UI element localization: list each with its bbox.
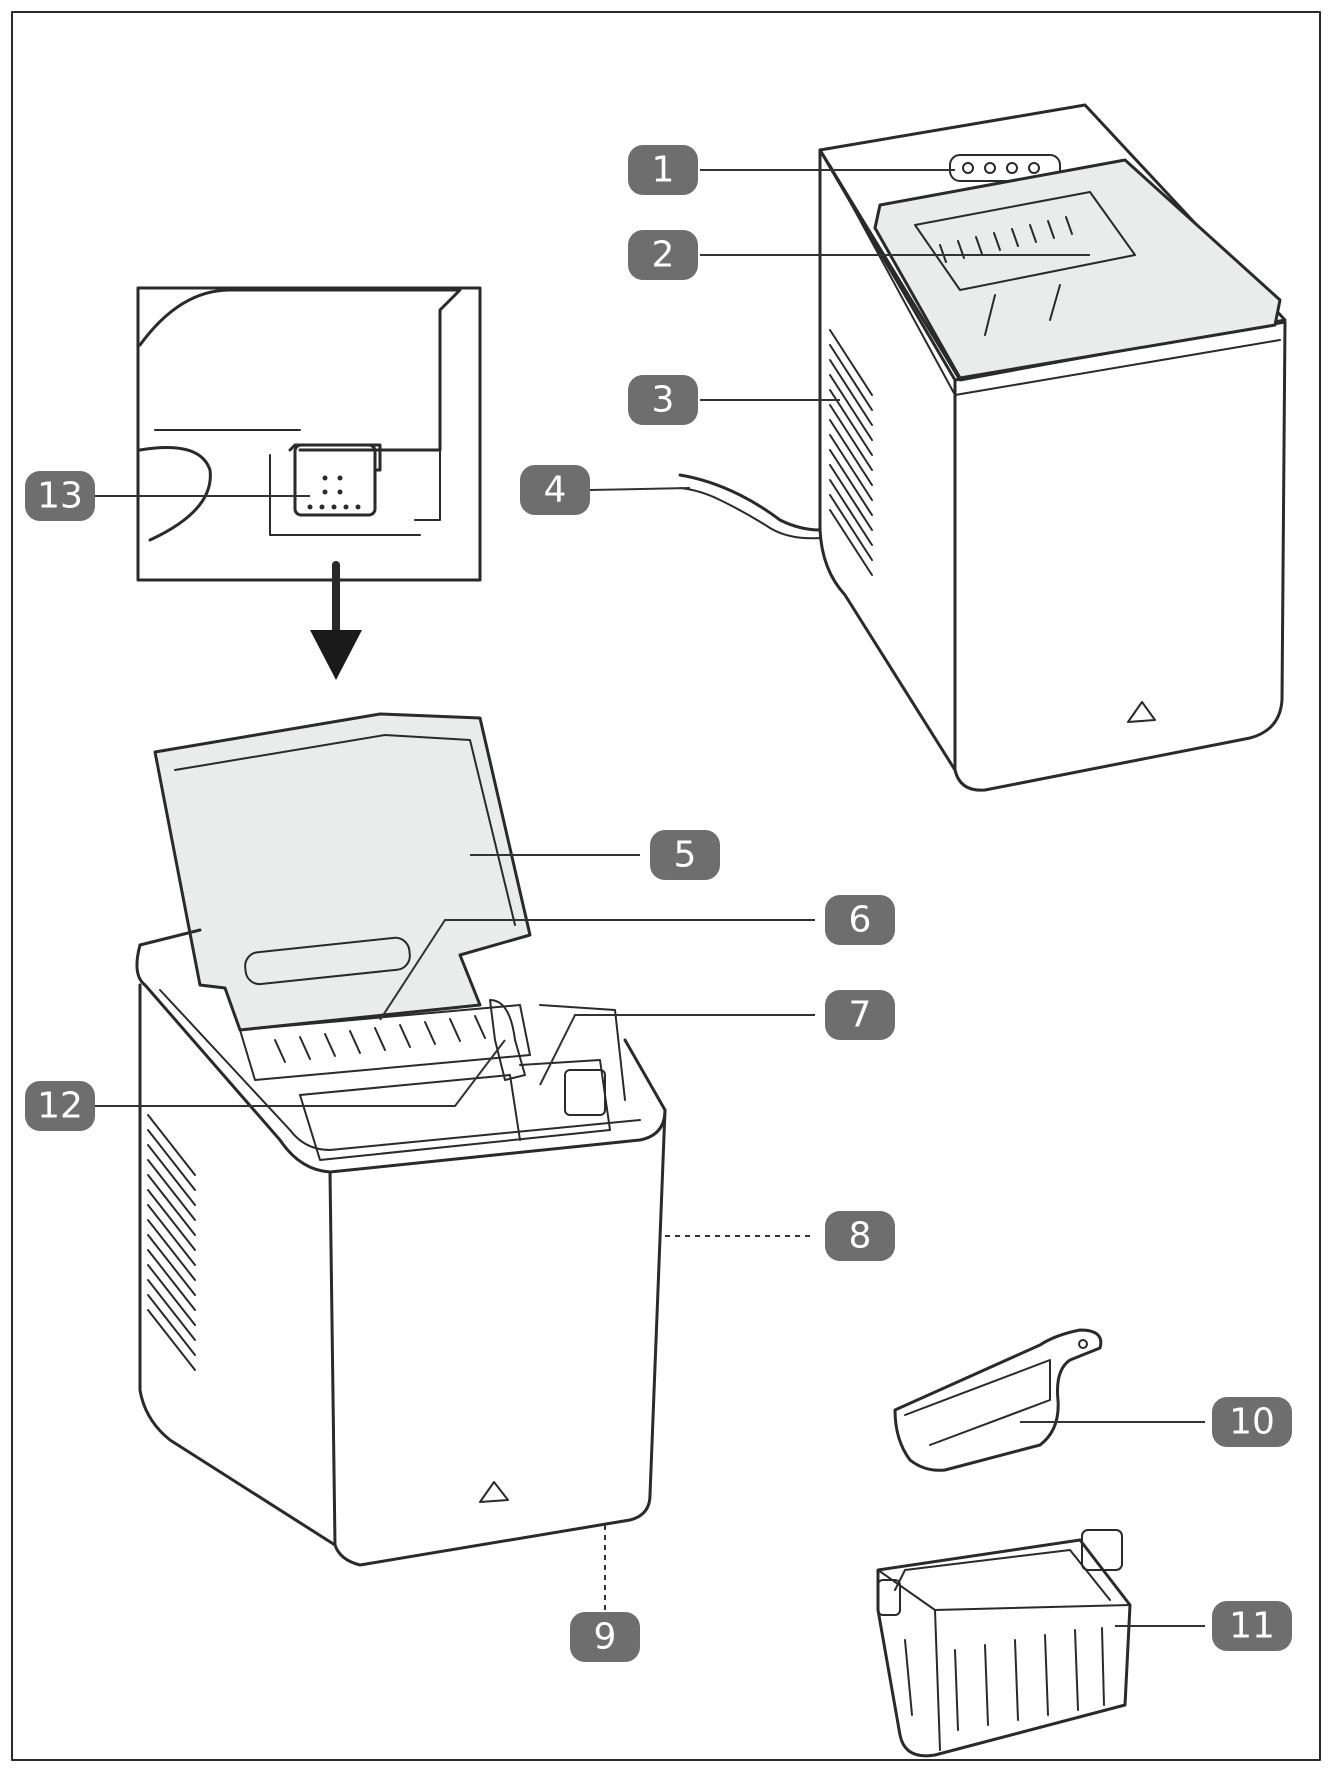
callout-3: 3	[628, 375, 698, 425]
callout-10: 10	[1212, 1397, 1292, 1447]
callout-label: 4	[544, 470, 567, 511]
callout-label: 9	[594, 1617, 617, 1658]
callout-label: 10	[1229, 1402, 1275, 1443]
callout-9: 9	[570, 1612, 640, 1662]
callout-label: 5	[674, 835, 697, 876]
callout-1: 1	[628, 145, 698, 195]
callout-label: 8	[849, 1216, 872, 1257]
callout-label: 6	[849, 900, 872, 941]
leader-line-6	[379, 919, 815, 1021]
ice-scoop-illustration	[893, 1328, 1103, 1472]
callout-label: 7	[849, 995, 872, 1036]
callout-label: 11	[1229, 1606, 1275, 1647]
callout-label: 1	[652, 150, 675, 191]
callout-7: 7	[825, 990, 895, 1040]
ice-maker-open-illustration	[135, 712, 667, 1567]
callout-2: 2	[628, 230, 698, 280]
leader-line-12	[95, 1039, 506, 1107]
callout-5: 5	[650, 830, 720, 880]
callout-label: 3	[652, 380, 675, 421]
callout-13: 13	[25, 471, 95, 521]
diagram-frame	[11, 11, 1321, 1761]
ice-basket-illustration	[876, 1529, 1132, 1758]
water-sensor-detail-inset	[136, 286, 482, 680]
callout-label: 12	[37, 1086, 83, 1127]
callout-12: 12	[25, 1081, 95, 1131]
leader-line-7	[539, 1014, 815, 1086]
callout-8: 8	[825, 1211, 895, 1261]
callout-label: 13	[37, 476, 83, 517]
ice-maker-closed-illustration	[678, 103, 1287, 792]
callout-6: 6	[825, 895, 895, 945]
callout-11: 11	[1212, 1601, 1292, 1651]
callout-4: 4	[520, 465, 590, 515]
leader-line-4	[589, 487, 691, 491]
callout-label: 2	[652, 235, 675, 276]
